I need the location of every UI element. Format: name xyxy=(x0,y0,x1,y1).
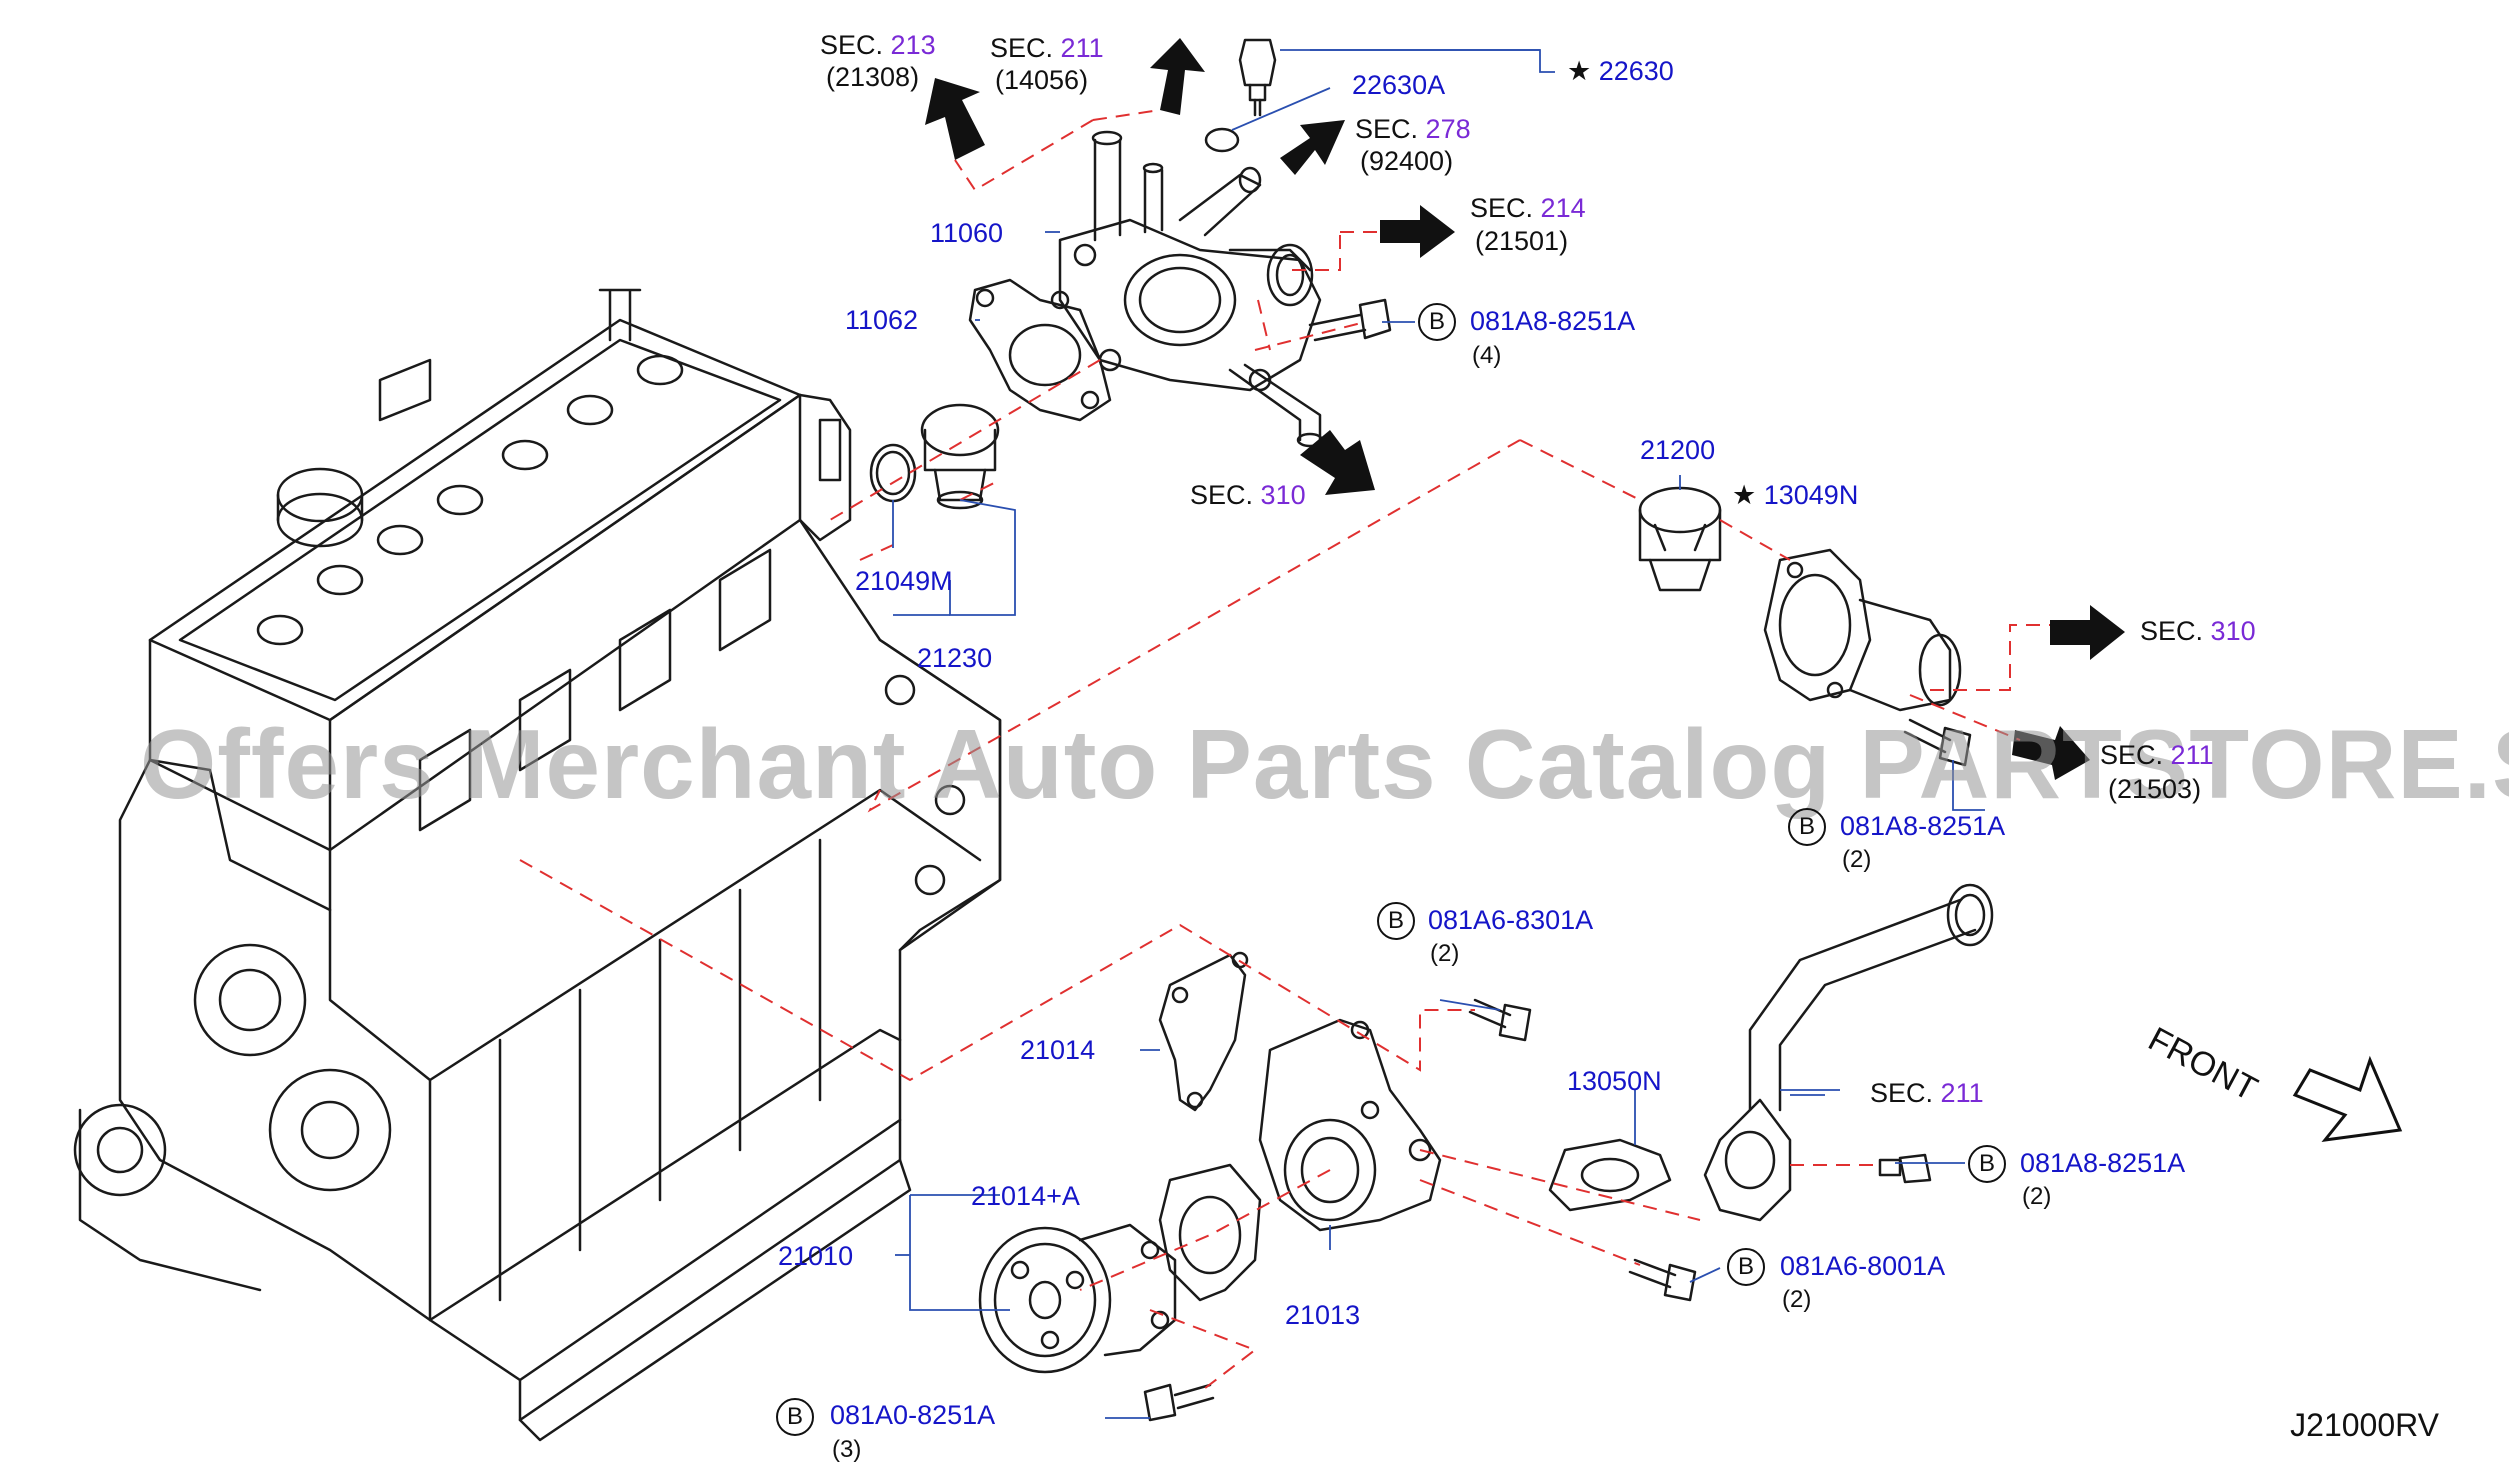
bolt-marker-6: B xyxy=(776,1398,814,1436)
sec-ref-211-top[interactable]: SEC. 211 xyxy=(990,33,1104,63)
front-arrow xyxy=(2292,1055,2403,1142)
sec-ref-214[interactable]: SEC. 214 xyxy=(1470,193,1586,223)
bolt-081a8-top-illustration xyxy=(1308,298,1392,342)
part-label-21010[interactable]: 21010 xyxy=(778,1241,854,1271)
part-label-21014[interactable]: 21014 xyxy=(1020,1035,1096,1065)
part-label-21049m[interactable]: 21049M xyxy=(855,566,953,596)
gasket-11062-illustration xyxy=(968,278,1112,422)
bolt-pn-5[interactable]: 081A6-8001A xyxy=(1780,1251,1946,1281)
part-label-11060[interactable]: 11060 xyxy=(930,218,1004,248)
water-outlet-housing-illustration xyxy=(1058,130,1324,448)
label-leaders xyxy=(892,49,1985,1419)
bolt-pn-6[interactable]: 081A0-8251A xyxy=(830,1400,996,1430)
part-label-22630[interactable]: ★ 22630 xyxy=(1567,56,1674,86)
part-label-21013[interactable]: 21013 xyxy=(1285,1300,1361,1330)
sec-ref-211-top-sub: (14056) xyxy=(995,65,1089,95)
gasket-13050n-illustration xyxy=(1548,1138,1672,1212)
sec-ref-211-pipe[interactable]: SEC. 211 xyxy=(1870,1078,1984,1108)
sec-ref-211-right[interactable]: SEC. 211 xyxy=(2100,740,2214,770)
sec-ref-278[interactable]: SEC. 278 xyxy=(1355,114,1471,144)
bolt-marker-2: B xyxy=(1788,808,1826,846)
bolt-qty-5: (2) xyxy=(1782,1286,1812,1313)
bolt-marker-3: B xyxy=(1377,902,1415,940)
diagram-id: J21000RV xyxy=(2290,1407,2439,1443)
part-label-11062[interactable]: 11062 xyxy=(845,305,919,335)
section-arrows xyxy=(925,38,2125,780)
sec-ref-213-sub: (21308) xyxy=(826,62,920,92)
water-pump-21010-illustration xyxy=(978,1223,1177,1374)
sec-ref-310-left[interactable]: SEC. 310 xyxy=(1190,480,1306,510)
bolt-marker-4: B xyxy=(1968,1145,2006,1183)
bolt-qty-1: (4) xyxy=(1472,342,1502,369)
thermostat-21230-illustration xyxy=(920,403,1000,510)
gasket-21014a-illustration xyxy=(1158,1163,1262,1302)
part-label-22630a[interactable]: 22630A xyxy=(1352,70,1446,100)
part-label-21230[interactable]: 21230 xyxy=(917,643,993,673)
assembly-lines xyxy=(519,109,2050,1393)
thermostat-housing-illustration xyxy=(1763,548,1962,712)
sec-ref-310-right[interactable]: SEC. 310 xyxy=(2140,616,2256,646)
part-label-21014a[interactable]: 21014+A xyxy=(971,1181,1080,1211)
thermostat-21200-illustration xyxy=(1638,486,1722,592)
sec-ref-278-sub: (92400) xyxy=(1360,146,1454,176)
bolt-pn-2[interactable]: 081A8-8251A xyxy=(1840,811,2006,841)
bolt-pn-1[interactable]: 081A8-8251A xyxy=(1470,306,1636,336)
bracket-21014-illustration xyxy=(1158,951,1249,1112)
water-pipe-illustration xyxy=(1703,883,1994,1222)
bolt-pn-4[interactable]: 081A8-8251A xyxy=(2020,1148,2186,1178)
bolt-qty-6: (3) xyxy=(832,1436,862,1463)
watermark: Offers Merchant Auto Parts Catalog PARTS… xyxy=(140,709,2509,819)
sec-ref-214-sub: (21501) xyxy=(1475,226,1569,256)
part-label-13050n[interactable]: 13050N xyxy=(1567,1066,1662,1096)
bolt-pn-3[interactable]: 081A6-8301A xyxy=(1428,905,1594,935)
bolt-qty-3: (2) xyxy=(1430,940,1460,967)
pump-housing-21013-illustration xyxy=(1258,1018,1442,1232)
bolt-marker-1: B xyxy=(1418,303,1456,341)
engine-block-illustration xyxy=(73,288,1002,1442)
o-ring-22630a xyxy=(1204,127,1240,153)
part-label-21200[interactable]: 21200 xyxy=(1640,435,1716,465)
bolt-marker-5: B xyxy=(1727,1248,1765,1286)
sec-ref-213[interactable]: SEC. 213 xyxy=(820,30,936,60)
sec-ref-211-right-sub: (21503) xyxy=(2108,774,2202,804)
bolt-qty-4: (2) xyxy=(2022,1183,2052,1210)
temp-sensor-22630-illustration xyxy=(1238,38,1277,117)
bolt-qty-2: (2) xyxy=(1842,846,1872,873)
part-label-13049n[interactable]: ★ 13049N xyxy=(1732,480,1859,510)
